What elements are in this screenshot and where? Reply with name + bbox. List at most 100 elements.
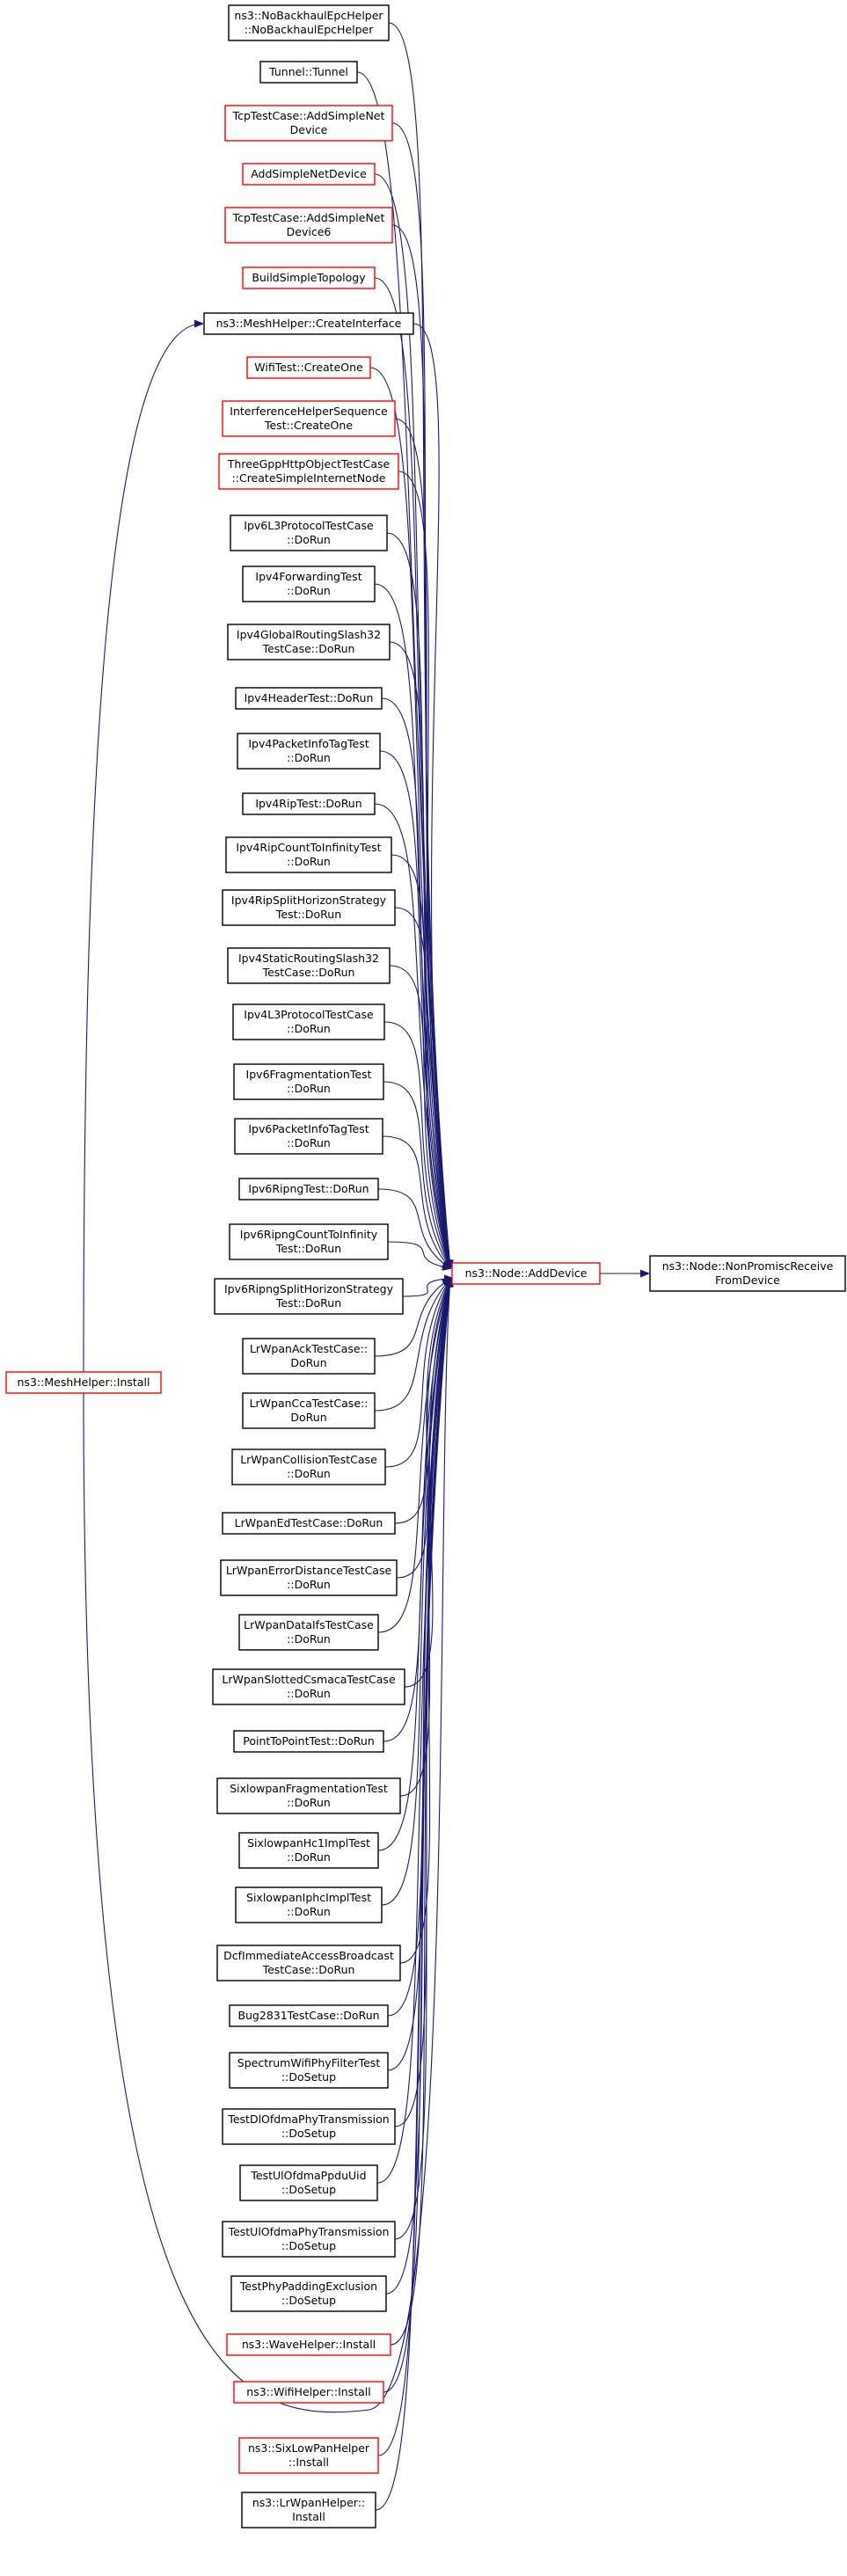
caller-node-c35[interactable]: SixlowpanIphcImplTest::DoRun [235, 1886, 383, 1923]
caller-node-c36-label: DcfImmediateAccessBroadcast [223, 1949, 394, 1962]
caller-node-c37[interactable]: Bug2831TestCase::DoRun [229, 2004, 389, 2027]
caller-node-c22[interactable]: Ipv6RipngTest::DoRun [238, 1178, 379, 1200]
caller-node-c32[interactable]: PointToPointTest::DoRun [233, 1730, 384, 1753]
caller-node-c20-label: Ipv6FragmentationTest [246, 1068, 372, 1081]
nonpromiscreceive-node-label: ns3::Node::NonPromiscReceive [662, 1259, 834, 1273]
caller-node-c39-label: ::DoSetup [281, 2127, 336, 2140]
caller-node-c40-label: TestUlOfdmaPpduUid [250, 2169, 366, 2182]
caller-node-c41[interactable]: TestUlOfdmaPhyTransmission::DoSetup [222, 2221, 396, 2258]
caller-node-c1-box [259, 61, 358, 84]
caller-node-c11-label: ::DoRun [287, 584, 331, 597]
caller-node-c15-label: Ipv4RipTest::DoRun [255, 797, 361, 810]
caller-node-c15[interactable]: Ipv4RipTest::DoRun [242, 792, 376, 815]
caller-node-c30[interactable]: LrWpanDataIfsTestCase::DoRun [238, 1614, 379, 1651]
caller-node-c39[interactable]: TestDlOfdmaPhyTransmission::DoSetup [222, 2108, 396, 2145]
edge-c0-to-adddevice [388, 22, 450, 1268]
caller-node-c29-label: LrWpanErrorDistanceTestCase [226, 1564, 392, 1577]
caller-node-c5-label: BuildSimpleTopology [252, 271, 366, 284]
edge-c27-to-adddevice [384, 1279, 450, 1468]
edge-c40-to-adddevice [376, 1279, 450, 2184]
mesh-install-node[interactable]: ns3::MeshHelper::Install [5, 1371, 162, 1394]
edge-c12-to-adddevice [389, 641, 450, 1268]
caller-node-c39-box [222, 2108, 396, 2145]
nonpromiscreceive-node-box [649, 1255, 846, 1292]
caller-node-c31-label: ::DoRun [287, 1687, 331, 1700]
caller-node-c3[interactable]: AddSimpleNetDevice [242, 163, 376, 186]
caller-node-c9[interactable]: ThreeGppHttpObjectTestCase::CreateSimple… [218, 453, 399, 490]
caller-node-c13[interactable]: Ipv4HeaderTest::DoRun [235, 687, 383, 710]
edge-c21-to-adddevice [382, 1135, 450, 1268]
caller-node-c21-label: ::DoRun [287, 1136, 331, 1149]
caller-node-c14[interactable]: Ipv4PacketInfoTagTest::DoRun [237, 733, 381, 770]
caller-node-c28[interactable]: LrWpanEdTestCase::DoRun [222, 1512, 396, 1535]
caller-node-c20[interactable]: Ipv6FragmentationTest::DoRun [233, 1063, 384, 1100]
caller-node-c26[interactable]: LrWpanCcaTestCase::DoRun [242, 1392, 376, 1429]
caller-node-c10[interactable]: Ipv6L3ProtocolTestCase::DoRun [230, 514, 388, 551]
caller-node-c5[interactable]: BuildSimpleTopology [242, 266, 376, 289]
caller-node-c31[interactable]: LrWpanSlottedCsmacaTestCase::DoRun [212, 1668, 405, 1705]
caller-node-c16-label: Ipv4RipCountToInfinityTest [236, 841, 381, 854]
caller-node-c20-label: ::DoRun [287, 1082, 331, 1095]
caller-node-c6[interactable]: ns3::MeshHelper::CreateInterface [203, 312, 414, 335]
caller-node-c42[interactable]: TestPhyPaddingExclusion::DoSetup [230, 2275, 387, 2312]
caller-node-c0-label: ns3::NoBackhaulEpcHelper [234, 9, 383, 22]
caller-node-c1[interactable]: Tunnel::Tunnel [259, 61, 358, 84]
caller-node-c6-label: ns3::MeshHelper::CreateInterface [216, 317, 402, 330]
mesh-install-node-label: ns3::MeshHelper::Install [18, 1376, 150, 1389]
caller-node-c12-box [227, 624, 391, 660]
caller-node-c17-box [222, 889, 396, 926]
caller-node-c24-label: Test::DoRun [275, 1296, 341, 1310]
edge-c22-to-adddevice [377, 1188, 450, 1268]
caller-node-c0[interactable]: ns3::NoBackhaulEpcHelper::NoBackhaulEpcH… [228, 4, 390, 41]
caller-node-c44[interactable]: ns3::WifiHelper::Install [233, 2381, 384, 2404]
adddevice-node[interactable]: ns3::Node::AddDevice [451, 1262, 601, 1285]
caller-node-c27[interactable]: LrWpanCollisionTestCase::DoRun [231, 1449, 386, 1485]
caller-node-c42-label: TestPhyPaddingExclusion [239, 2280, 377, 2293]
edge-c13-to-adddevice [381, 697, 450, 1268]
caller-node-c19-box [232, 1003, 385, 1040]
caller-node-c8[interactable]: InterferenceHelperSequenceTest::CreateOn… [222, 400, 396, 437]
caller-node-c38[interactable]: SpectrumWifiPhyFilterTest::DoSetup [229, 2052, 389, 2089]
edge-c26-to-adddevice [374, 1279, 450, 1412]
caller-node-c2[interactable]: TcpTestCase::AddSimpleNetDevice [224, 105, 393, 142]
caller-node-c43[interactable]: ns3::WaveHelper::Install [226, 2333, 391, 2356]
caller-node-c41-label: ::DoSetup [281, 2239, 336, 2252]
caller-node-c12-label: TestCase::DoRun [262, 642, 355, 655]
caller-node-c33[interactable]: SixlowpanFragmentationTest::DoRun [216, 1777, 401, 1814]
edge-c16-to-adddevice [391, 854, 450, 1268]
caller-node-c36[interactable]: DcfImmediateAccessBroadcastTestCase::DoR… [216, 1945, 401, 1981]
caller-node-c2-label: Device [290, 123, 328, 136]
caller-node-c25[interactable]: LrWpanAckTestCase::DoRun [242, 1338, 376, 1375]
caller-node-c46[interactable]: ns3::LrWpanHelper::Install [241, 2492, 376, 2529]
caller-node-c25-label: LrWpanAckTestCase:: [250, 1342, 368, 1355]
caller-node-c28-box [222, 1512, 396, 1535]
caller-node-c19[interactable]: Ipv4L3ProtocolTestCase::DoRun [232, 1003, 385, 1040]
caller-node-c34[interactable]: SixlowpanHc1ImplTest::DoRun [238, 1832, 379, 1869]
caller-node-c45[interactable]: ns3::SixLowPanHelper::Install [238, 2437, 379, 2474]
caller-node-c6-box [203, 312, 414, 335]
caller-node-c27-label: ::DoRun [287, 1467, 331, 1480]
edge-c35-to-adddevice [381, 1279, 450, 1906]
caller-node-c7[interactable]: WifiTest::CreateOne [246, 356, 371, 379]
caller-node-c46-box [241, 2492, 376, 2529]
caller-node-c0-box [228, 4, 390, 41]
caller-node-c21[interactable]: Ipv6PacketInfoTagTest::DoRun [234, 1118, 383, 1155]
caller-node-c29-label: ::DoRun [287, 1578, 331, 1591]
caller-node-c7-box [246, 356, 371, 379]
caller-node-c37-label: Bug2831TestCase::DoRun [237, 2009, 379, 2022]
caller-node-c29[interactable]: LrWpanErrorDistanceTestCase::DoRun [220, 1559, 398, 1596]
caller-node-c45-label: ::Install [288, 2456, 329, 2469]
caller-node-c11[interactable]: Ipv4ForwardingTest::DoRun [242, 566, 376, 602]
caller-node-c46-label: ns3::LrWpanHelper:: [252, 2496, 365, 2509]
caller-node-c17-label: Ipv4RipSplitHorizonStrategy [231, 894, 387, 907]
caller-node-c34-box [238, 1832, 379, 1869]
caller-node-c28-label: LrWpanEdTestCase::DoRun [235, 1516, 383, 1529]
caller-node-c40[interactable]: TestUlOfdmaPpduUid::DoSetup [239, 2164, 378, 2201]
caller-node-c16[interactable]: Ipv4RipCountToInfinityTest::DoRun [225, 836, 392, 873]
